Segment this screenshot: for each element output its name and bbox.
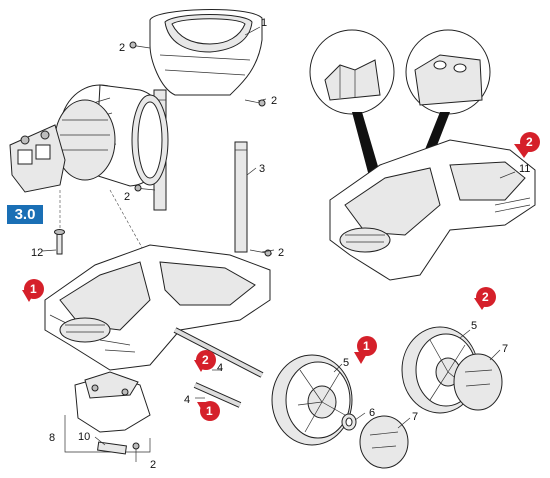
detail-inset-left <box>309 29 395 115</box>
pointer-left <box>352 112 382 180</box>
pump-head <box>9 124 66 193</box>
screw <box>129 41 151 49</box>
tube-right <box>234 141 248 253</box>
variant-badge-2: 2 <box>474 287 496 310</box>
screw <box>244 99 266 107</box>
svg-text:1: 1 <box>206 404 213 418</box>
variant-badge-1: 1 <box>354 336 377 364</box>
axle <box>193 382 242 408</box>
leader-lines <box>41 26 516 446</box>
handle-top <box>149 9 263 96</box>
callout-5: 5 <box>471 320 477 332</box>
callout-2: 2 <box>271 95 277 107</box>
callout-7: 7 <box>502 343 508 355</box>
bolt <box>54 229 65 255</box>
washer <box>341 413 357 431</box>
pump-motor <box>54 84 169 187</box>
callout-12: 12 <box>31 247 43 259</box>
foot-bracket <box>74 371 151 433</box>
callout-2: 2 <box>119 42 125 54</box>
callout-7: 7 <box>412 411 418 423</box>
svg-text:1: 1 <box>363 339 370 353</box>
svg-text:2: 2 <box>482 290 489 304</box>
callout-4: 4 <box>217 362 223 374</box>
callout-1: 1 <box>261 17 267 29</box>
hub-cap <box>453 353 503 411</box>
svg-text:2: 2 <box>202 353 209 367</box>
screw <box>132 442 140 462</box>
axle <box>173 327 264 378</box>
svg-text:1: 1 <box>30 282 37 296</box>
variant-badge-1: 1 <box>197 401 220 421</box>
screw <box>134 184 156 192</box>
wheel <box>271 354 353 446</box>
callout-3: 3 <box>259 163 265 175</box>
svg-text:2: 2 <box>526 135 533 149</box>
screw <box>249 249 273 257</box>
chassis-right <box>329 139 536 281</box>
variant-badge-1: 1 <box>22 279 44 302</box>
variant-badge-2: 2 <box>194 350 216 372</box>
callout-8: 8 <box>49 432 55 444</box>
model-badge: 3.0 <box>7 205 43 224</box>
callout-10: 10 <box>78 431 90 443</box>
callout-5: 5 <box>343 357 349 369</box>
callout-4: 4 <box>184 394 190 406</box>
chassis-left <box>44 244 271 371</box>
variant-badge-2: 2 <box>514 132 540 158</box>
callout-2: 2 <box>278 247 284 259</box>
hub-cap <box>359 415 409 469</box>
callout-2: 2 <box>124 191 130 203</box>
detail-inset-right <box>405 29 491 115</box>
callout-6: 6 <box>369 407 375 419</box>
callout-2: 2 <box>150 459 156 471</box>
callout-11: 11 <box>519 163 530 175</box>
